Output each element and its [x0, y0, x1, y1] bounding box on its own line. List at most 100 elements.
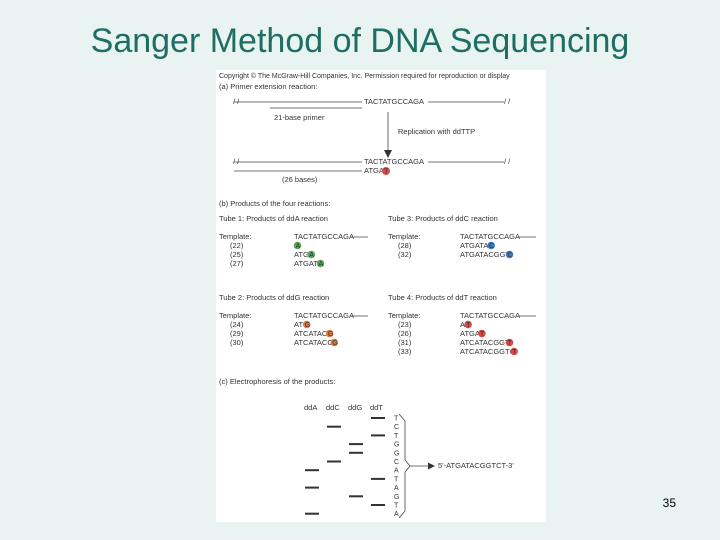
copyright-text: Copyright © The McGraw-Hill Companies, I… — [219, 72, 510, 80]
replication-label: Replication with ddTTP — [398, 127, 475, 136]
tube4-row-2-terminal-marker — [505, 338, 514, 347]
tube3-row-1-length: (32) — [398, 250, 412, 259]
tube2-row-2-terminal-letter: G — [332, 340, 337, 347]
section-a-label: (a) Primer extension reaction: — [219, 82, 317, 91]
tube4-row-2-sequence: ATCATACGGT — [460, 338, 510, 347]
gel-band-8 — [305, 486, 319, 489]
tube4-row-1-sequence: ATGA — [460, 329, 480, 338]
tube1-row-1-terminal-letter: A — [309, 252, 314, 259]
tube3-template-word: Template: — [388, 232, 421, 241]
tube3-row-1-terminal-letter: C — [508, 252, 513, 259]
tube4-row-1-length: (26) — [398, 329, 412, 338]
tube1-row-2-terminal-letter: A — [319, 261, 324, 268]
ladder-base-1: C — [394, 424, 399, 431]
break-mark-right: / / — [504, 97, 511, 106]
tube1-label: Tube 1: Products of ddA reaction — [219, 214, 328, 223]
tube3-row-0-terminal-letter: C — [489, 243, 494, 250]
ladder-base-2: T — [394, 433, 399, 440]
product-sequence: ATGA — [364, 166, 384, 175]
tube4-row-0-length: (23) — [398, 320, 412, 329]
break-mark-left: / / — [233, 97, 240, 106]
tube4-row-3-sequence: ATCATACGGTC — [460, 347, 516, 356]
gel-band-2 — [371, 434, 385, 437]
slide-title: Sanger Method of DNA Sequencing — [90, 22, 630, 60]
tube4-label: Tube 4: Products of ddT reaction — [388, 293, 497, 302]
lane-label-ddC: ddC — [326, 403, 340, 412]
tube3-row-1-sequence: ATGATACGGT — [460, 250, 510, 259]
gel-band-0 — [371, 417, 385, 419]
tube4-row-1-terminal-marker — [478, 329, 486, 338]
tube1-row-2-sequence: ATGAT — [294, 259, 318, 268]
ladder-base-9: G — [394, 494, 399, 501]
gel-bands — [305, 417, 385, 515]
tube2-row-0-length: (24) — [230, 320, 244, 329]
tube3-row-0-terminal-marker — [487, 241, 495, 250]
gel-band-1 — [327, 425, 341, 428]
tube1-row-2-length: (27) — [230, 259, 244, 268]
tube2-row-1-terminal-marker — [325, 329, 334, 338]
tube4-row-2-length: (31) — [398, 338, 412, 347]
tube3-label: Tube 3: Products of ddC reaction — [388, 214, 498, 223]
section-b-label: (b) Products of the four reactions: — [219, 199, 330, 208]
gel-band-4 — [349, 451, 363, 454]
page-number: 35 — [662, 496, 676, 510]
primer-label: 21-base primer — [274, 113, 325, 122]
tube2-row-0-sequence: AT — [294, 320, 303, 329]
tube2-row-0-terminal-marker — [302, 320, 311, 329]
ladder-base-7: T — [394, 476, 399, 483]
ladder-base-5: C — [394, 459, 399, 466]
tube4-row-0-terminal-letter: T — [466, 322, 471, 329]
gel-band-6 — [305, 469, 319, 472]
tube2-row-0-terminal-letter: G — [305, 322, 310, 329]
lane-labels: ddA ddC ddG ddT — [304, 403, 383, 412]
tube2-row-2-length: (30) — [230, 338, 244, 347]
tube2-row-1-terminal-letter: G — [328, 331, 333, 338]
tube3-template-seq: TACTATGCCAGA — [460, 232, 520, 241]
tube2-label: Tube 2: Products of ddG reaction — [219, 293, 329, 302]
result-sequence: 5'-ATGATACGGTCT-3' — [438, 461, 514, 470]
tube1-row-2-terminal-marker — [316, 259, 325, 268]
tube4-row-1-terminal-letter: T — [480, 331, 485, 338]
ladder-base-6: A — [394, 468, 399, 475]
template-sequence-a: TACTATGCCAGA — [364, 97, 424, 106]
replication-arrowhead — [384, 150, 392, 158]
product-terminal-marker — [382, 167, 390, 175]
gel-band-5 — [327, 460, 341, 463]
tube4-row-0-terminal-marker — [464, 320, 472, 329]
tube2-row-1-sequence: ATCATAC — [294, 329, 328, 338]
tube2-row-2-terminal-marker — [330, 338, 339, 347]
tube4-template-seq: TACTATGCCAGA — [460, 311, 520, 320]
gel-band-3 — [349, 443, 363, 446]
tube4-row-3-terminal-marker — [510, 347, 518, 356]
tube3-row-1-terminal-marker — [505, 250, 514, 259]
tube3-row-0-length: (28) — [398, 241, 412, 250]
tube3-row-0-sequence: ATGATA — [460, 241, 488, 250]
ladder-base-10: T — [394, 503, 399, 510]
gel-band-11 — [305, 512, 319, 515]
tube1-row-1-terminal-marker — [307, 250, 316, 259]
gel-band-7 — [371, 477, 385, 480]
tube1-row-0-length: (22) — [230, 241, 244, 250]
tube2-template-seq: TACTATGCCAGA — [294, 311, 354, 320]
tube1-template-word: Template: — [219, 232, 252, 241]
result-arrowhead — [428, 462, 435, 470]
lane-label-ddT: ddT — [370, 403, 383, 412]
ladder-base-11: A — [394, 511, 399, 518]
tube4-row-0-sequence: A — [460, 320, 465, 329]
gel-band-9 — [349, 495, 363, 498]
sanger-figure: Copyright © The McGraw-Hill Companies, I… — [216, 70, 546, 522]
lane-label-ddG: ddG — [348, 403, 362, 412]
break-mark-right-2: / / — [504, 157, 511, 166]
tube4-template-word: Template: — [388, 311, 421, 320]
sanger-diagram: Copyright © The McGraw-Hill Companies, I… — [219, 72, 536, 519]
tube1-row-1-length: (25) — [230, 250, 244, 259]
tube1-row-0-terminal-marker — [293, 241, 302, 250]
tube2-row-2-sequence: ATCATACG — [294, 338, 333, 347]
tube4-row-2-terminal-letter: T — [508, 340, 513, 347]
lane-label-ddA: ddA — [304, 403, 317, 412]
product-terminal-letter: T — [384, 169, 389, 176]
tube1-row-0-terminal-letter: A — [296, 243, 301, 250]
bases-label: (26 bases) — [282, 175, 318, 184]
